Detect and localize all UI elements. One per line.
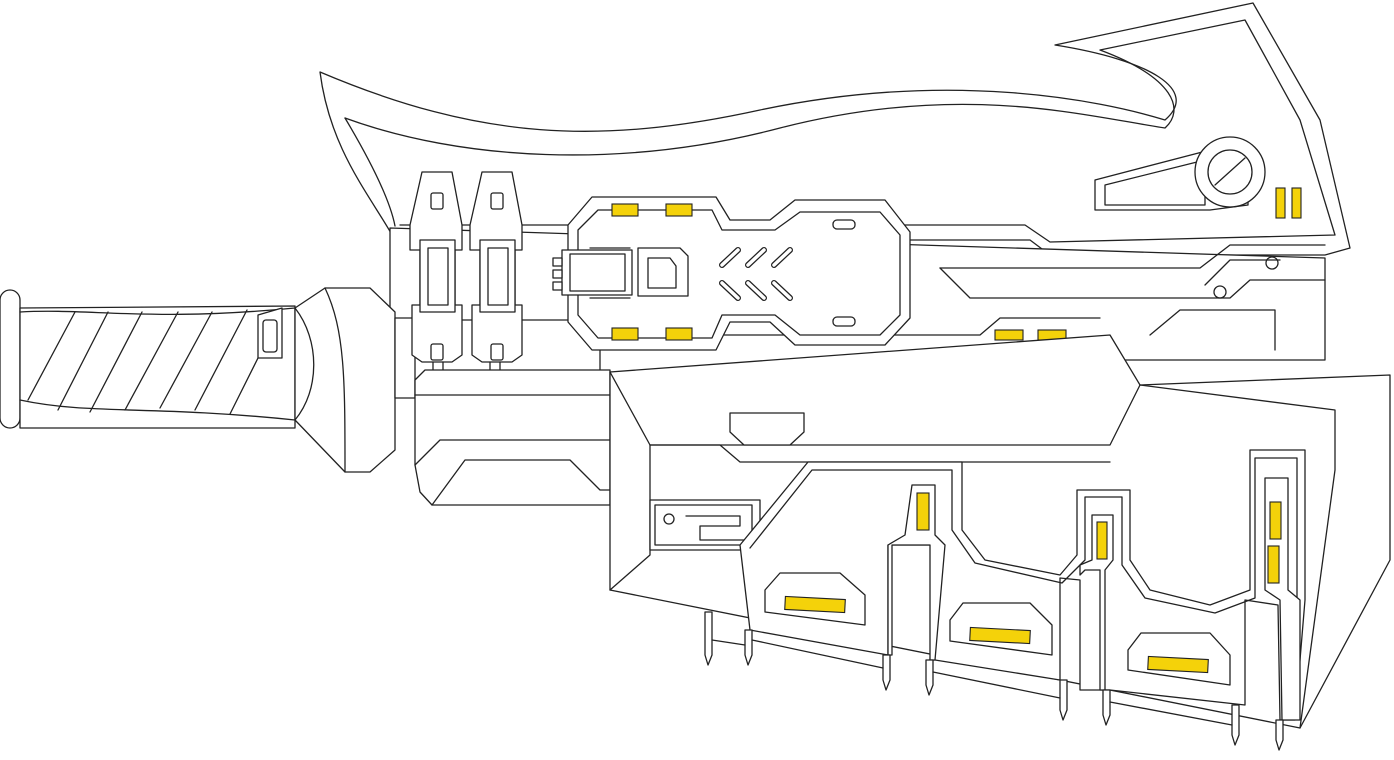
indicator-light-2: [1291, 187, 1302, 219]
support-legs: [704, 611, 1284, 751]
upright-light-2: [1096, 521, 1108, 560]
grip-handle: [0, 289, 296, 429]
upright-light-1: [916, 492, 930, 531]
housing-light-2: [665, 203, 693, 217]
cell-light-2: [969, 626, 1031, 645]
grip-guard: [294, 287, 416, 473]
slab-port: [729, 412, 805, 446]
battery-bank: [739, 449, 1306, 721]
upper-blade: [319, 2, 1351, 256]
grip-button: [257, 307, 283, 359]
battery-upright-1: [887, 484, 946, 661]
rail-light-1: [994, 329, 1024, 341]
mount-clamp-left: [409, 171, 463, 373]
housing-light-3: [611, 327, 639, 341]
housing-light-4: [665, 327, 693, 341]
mount-clamp-right: [469, 171, 523, 373]
housing-light-1: [611, 203, 639, 217]
rear-cylinder: [561, 249, 633, 296]
housing-vents: [719, 247, 793, 301]
lower-body: [414, 369, 611, 506]
upright-light-4: [1267, 545, 1280, 584]
power-cell-housing: [552, 196, 911, 351]
grip-wrap-stripes: [27, 309, 263, 415]
grip-endcap: [0, 289, 21, 429]
cell-light-3: [1147, 655, 1209, 674]
indicator-light-1: [1275, 187, 1286, 219]
cell-light-1: [784, 595, 846, 614]
upright-light-3: [1269, 501, 1282, 540]
